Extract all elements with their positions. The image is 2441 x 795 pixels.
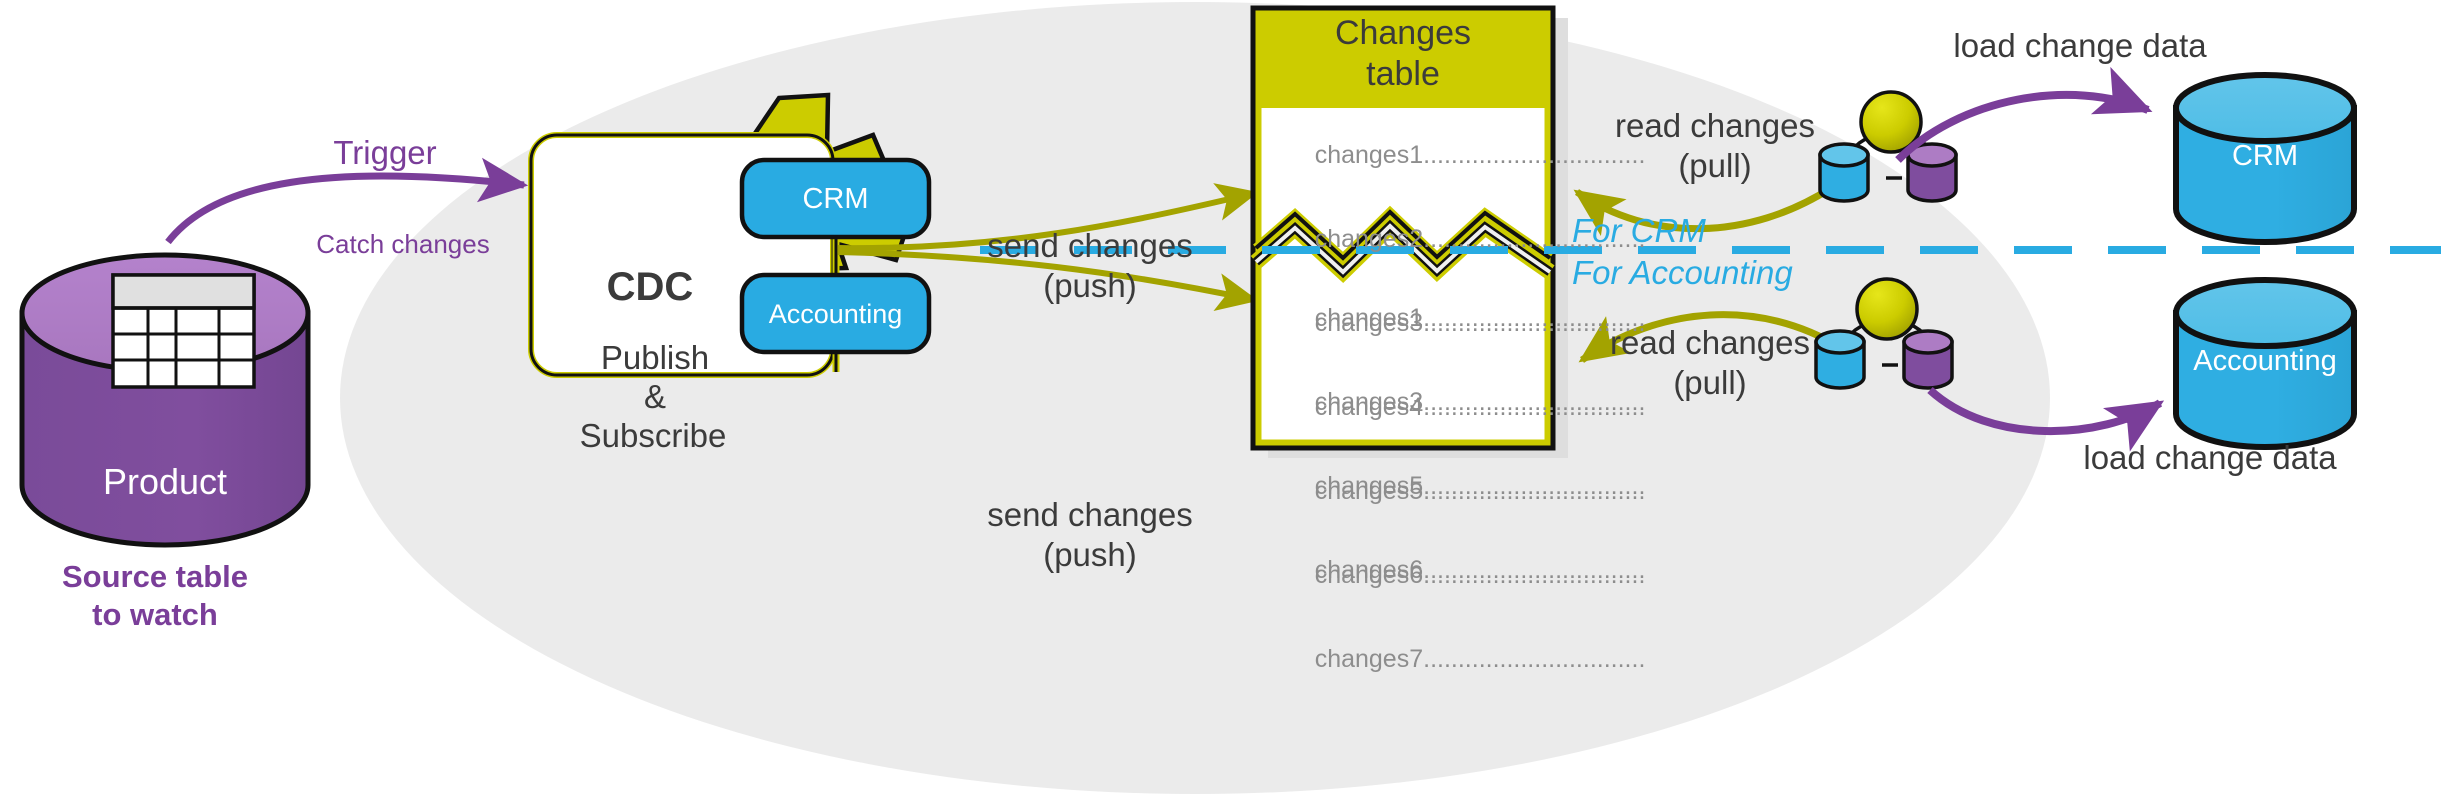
pull-label-top-line2: (pull) [1678, 147, 1752, 184]
changes-row-dots: ................................ [1423, 472, 1646, 500]
source-cylinder-label: Product [102, 461, 228, 502]
pull-label-bottom-line1: read changes [1610, 324, 1810, 361]
cdc-body-line3: Subscribe [579, 417, 727, 454]
torn-paper-edge-icon [1250, 205, 1555, 284]
changes-row: changes5................................ [1273, 449, 1646, 533]
changes-row-label: changes5 [1314, 472, 1424, 500]
changes-row-dots: ................................ [1423, 141, 1646, 169]
load-label-bottom: load change data [2083, 439, 2337, 476]
load-arrow-bottom-icon [1927, 387, 2165, 452]
changes-table-top-rows: changes1................................… [1273, 113, 1646, 701]
subscriber-box-crm[interactable] [739, 157, 932, 240]
target-database-crm [2173, 72, 2357, 245]
subscriber-box-accounting[interactable] [739, 272, 932, 355]
subscriber-label-accounting: Accounting [768, 299, 903, 329]
pull-label-bottom-line2: (pull) [1673, 364, 1747, 401]
changes-row-dots: ................................ [1423, 556, 1646, 584]
pull-arrow-bottom-icon [1578, 311, 1843, 363]
source-caption-line1: Source table [61, 559, 249, 594]
changes-row-dots: ................................ [1423, 388, 1646, 416]
target-database-accounting [2173, 277, 2357, 450]
changes-row-label: changes3 [1314, 388, 1424, 416]
changes-row: changes1................................ [1273, 276, 1646, 360]
push-label-bottom-line2: (push) [1043, 536, 1137, 573]
target-label-accounting: Accounting [2193, 345, 2337, 377]
changes-row-dots: ................................ [1423, 645, 1646, 673]
target-label-crm: CRM [2231, 140, 2299, 172]
changes-row-label: changes3 [1314, 309, 1424, 337]
changes-row: changes1................................ [1273, 113, 1646, 197]
divider-label-above: For CRM [1572, 212, 1706, 249]
source-table-grid-icon [111, 273, 256, 389]
changes-table-bottom-rows: changes1................................… [1273, 276, 1646, 612]
replication-node-icon-top [1818, 90, 1958, 203]
divider-label-below: For Accounting [1572, 254, 1793, 291]
changes-row: changes6................................ [1273, 533, 1646, 617]
changes-row-label: changes1 [1314, 141, 1424, 169]
subscriber-label-crm: CRM [802, 183, 869, 215]
changes-row-label: changes7 [1314, 645, 1424, 673]
load-arrow-top-icon [1895, 66, 2153, 163]
cdc-body-line2: & [643, 378, 666, 415]
push-label-top-line1: send changes [987, 227, 1193, 264]
changes-row-label: changes5 [1314, 477, 1424, 505]
changes-row: changes4................................ [1273, 365, 1646, 449]
changes-row-dots: ................................ [1423, 309, 1646, 337]
changes-row: changes3................................ [1273, 281, 1646, 365]
changes-row: changes7................................ [1273, 617, 1646, 701]
pull-arrow-top-icon [1573, 185, 1833, 237]
trigger-sub-label: Catch changes [316, 229, 490, 259]
changes-table-header-line1: Changes [1334, 14, 1472, 52]
changes-row-dots: ................................ [1423, 225, 1646, 253]
changes-row: changes6................................ [1273, 528, 1646, 612]
changes-row-dots: ................................ [1423, 561, 1646, 589]
cdc-body-line1: Publish [600, 339, 710, 376]
push-label-top-line2: (push) [1043, 267, 1137, 304]
source-caption-line2: to watch [92, 597, 218, 632]
pull-label-top-line1: read changes [1615, 107, 1815, 144]
changes-table-header-line2: table [1366, 55, 1440, 93]
trigger-arrow-icon [165, 157, 529, 245]
push-arrow-top-icon [837, 183, 1259, 252]
changes-row-dots: ................................ [1423, 477, 1646, 505]
push-arrow-bottom-icon [837, 249, 1259, 312]
replication-node-icon-bottom [1814, 277, 1954, 390]
changes-table-header-band [1256, 11, 1550, 108]
changes-row-label: changes6 [1314, 561, 1424, 589]
changes-row: changes5................................ [1273, 444, 1646, 528]
changes-row-label: changes1 [1314, 304, 1424, 332]
load-label-top: load change data [1953, 27, 2207, 64]
push-label-bottom-line1: send changes [987, 496, 1193, 533]
changes-row: changes3................................ [1273, 360, 1646, 444]
changes-row: changes2................................ [1273, 197, 1646, 281]
changes-row-label: changes2 [1314, 225, 1424, 253]
changes-row-label: changes4 [1314, 393, 1424, 421]
cdc-title: CDC [606, 265, 694, 309]
trigger-label: Trigger [333, 134, 437, 171]
changes-row-dots: ................................ [1423, 304, 1646, 332]
changes-row-label: changes6 [1314, 556, 1424, 584]
changes-row-dots: ................................ [1423, 393, 1646, 421]
